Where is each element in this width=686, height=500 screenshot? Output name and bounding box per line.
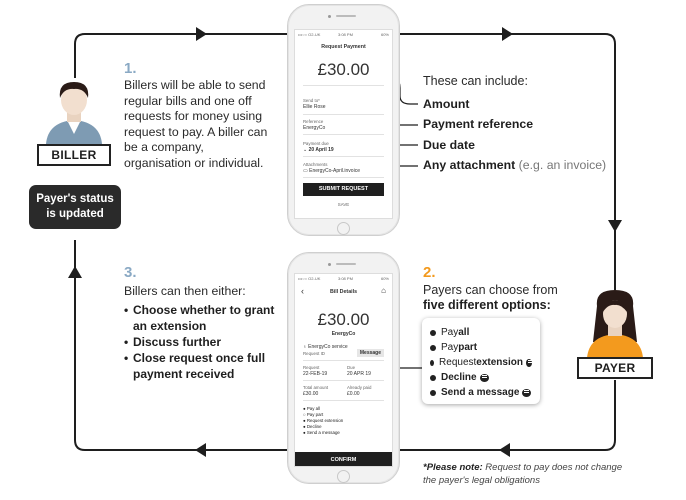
attachment-icon: ▭ <box>303 168 310 174</box>
submit-request-button[interactable]: SUBMIT REQUEST <box>303 183 384 196</box>
phone2-screen: •••○○ O2-UK 3:08 PM 60% ‹ Bill Details ⌂… <box>294 273 393 467</box>
phone2-option[interactable]: ● Decline <box>303 424 322 429</box>
arrow-right-icon <box>196 27 207 41</box>
includes-item: Amount <box>423 96 470 111</box>
step2-intro: Payers can choose from <box>423 283 558 297</box>
phone2-amount: £30.00 <box>317 310 370 329</box>
biller-badge: BILLER <box>37 144 111 166</box>
phone2-option[interactable]: ● Pay all <box>303 406 321 411</box>
biller-figure <box>38 74 110 144</box>
arrow-down-icon <box>608 220 622 232</box>
phone-request-payment: •••○○ O2-UK 3:08 PM 60% Request Payment … <box>287 4 400 236</box>
flow-line-top-left <box>74 33 287 78</box>
includes-item: Any attachment (e.g. an invoice) <box>423 158 607 173</box>
step3-list: Choose whether to grant an extension Dis… <box>124 302 284 382</box>
payer-figure <box>577 286 653 358</box>
option-decline: Decline <box>430 370 532 385</box>
phone-speaker <box>336 263 356 265</box>
step1-text: Billers will be able to send regular bil… <box>124 78 268 170</box>
message-icon <box>525 358 534 367</box>
arrow-up-icon <box>68 266 82 278</box>
step3-bullet: Choose whether to grant an extension <box>124 302 284 334</box>
step1-number: 1. <box>124 60 137 77</box>
option-pay-part: Pay part <box>430 340 532 355</box>
step3-number: 3. <box>124 264 137 281</box>
confirm-button[interactable]: CONFIRM <box>295 452 392 466</box>
message-icon <box>522 388 532 397</box>
lightbulb-icon: ♁ <box>303 344 309 350</box>
includes-item: Payment reference <box>423 117 534 132</box>
payer-badge: PAYER <box>577 357 653 379</box>
save-button[interactable]: SAVE <box>337 202 350 207</box>
flow-line-bottom-right <box>400 380 616 451</box>
includes-heading: These can include: <box>423 74 528 88</box>
step2-number: 2. <box>423 264 436 281</box>
phone-speaker <box>336 15 356 17</box>
home-icon[interactable]: ⌂ <box>381 286 386 295</box>
includes-item: Due date <box>423 137 475 152</box>
message-button[interactable]: Message <box>356 349 384 357</box>
phone1-title: Request Payment <box>321 44 366 50</box>
flow-line-top-right <box>400 33 616 290</box>
phone2-options: ● Pay all ○ Pay part ● Request extension… <box>303 406 343 436</box>
step3-text: Billers can then either: <box>124 284 246 298</box>
phone1-amount: £30.00 <box>317 60 370 79</box>
option-request-extension: Request extension <box>430 355 534 370</box>
phone-home-button <box>337 222 350 235</box>
phone2-option[interactable]: ○ Pay part <box>303 412 324 417</box>
phone-bill-details: •••○○ O2-UK 3:08 PM 60% ‹ Bill Details ⌂… <box>287 252 400 484</box>
phone2-option[interactable]: ● Send a message <box>303 430 340 435</box>
arrow-left-icon <box>195 443 206 457</box>
back-icon[interactable]: ‹ <box>301 286 304 296</box>
phone-home-button <box>337 470 350 483</box>
option-send-message: Send a message <box>430 385 532 400</box>
option-pay-all: Pay all <box>430 325 532 340</box>
phone2-service: ♁ EnergyCo service <box>303 344 348 350</box>
phone-camera <box>328 263 331 266</box>
phone2-title: Bill Details <box>329 289 358 295</box>
phone2-option[interactable]: ● Request extension <box>303 418 344 423</box>
arrow-right-icon <box>502 27 513 41</box>
payer-options-box: Pay all Pay part Request extension Decli… <box>422 318 540 404</box>
chevron-down-icon: ⌄ <box>303 147 309 153</box>
phone1-screen: •••○○ O2-UK 3:08 PM 60% Request Payment … <box>294 29 393 219</box>
phone-camera <box>328 15 331 18</box>
arrow-left-icon <box>499 443 510 457</box>
payer-status-badge: Payer's status is updated <box>29 185 121 229</box>
flow-line-bottom-left <box>74 240 287 451</box>
includes-list: These can include: Amount Payment refere… <box>423 74 623 176</box>
step3-bullet: Close request once full payment received <box>124 350 284 382</box>
legal-note: *Please note: Request to pay does not ch… <box>423 462 623 486</box>
payer-avatar-icon <box>587 290 643 358</box>
biller-avatar-icon <box>46 82 102 144</box>
step3-bullet: Discuss further <box>124 334 284 350</box>
message-icon <box>479 373 489 382</box>
phone1-attachment: ▭ EnergyCo-April.invoice <box>303 168 360 174</box>
phone1-due-date: ⌄ 20 April 19 <box>303 147 334 153</box>
step2-intro-bold: five different options: <box>423 298 551 312</box>
